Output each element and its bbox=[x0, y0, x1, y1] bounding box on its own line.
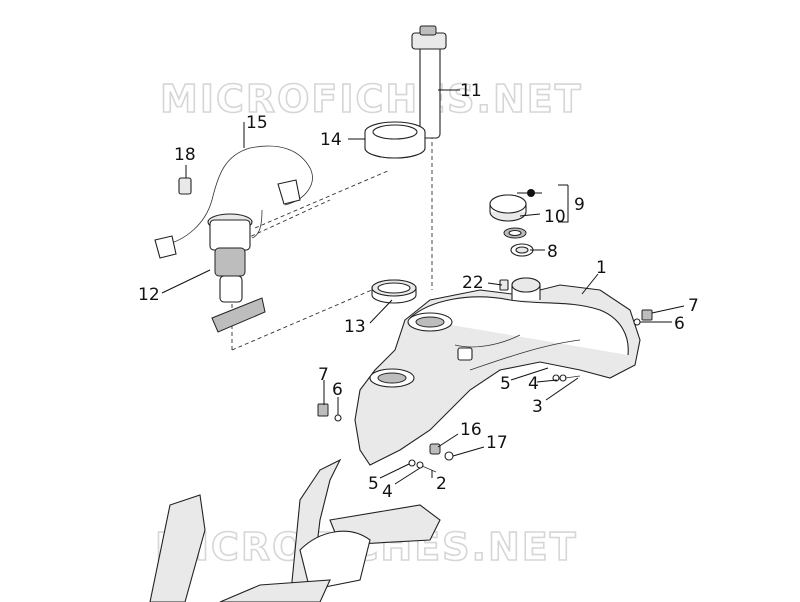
callout-6-right: 6 bbox=[674, 314, 685, 334]
leader-lines bbox=[161, 89, 685, 485]
callout-2: 2 bbox=[436, 474, 447, 494]
callout-8: 8 bbox=[547, 242, 558, 262]
callout-9: 9 bbox=[574, 195, 585, 215]
pump-gasket bbox=[371, 279, 417, 304]
callout-6-left: 6 bbox=[332, 380, 343, 400]
callout-12: 12 bbox=[138, 285, 160, 305]
callout-16: 16 bbox=[460, 420, 482, 440]
callout-4-bottom: 4 bbox=[382, 482, 393, 502]
filler-cap bbox=[489, 194, 527, 222]
callout-3: 3 bbox=[532, 397, 543, 417]
callout-22: 22 bbox=[462, 273, 484, 293]
callout-labels: 11 14 15 18 12 13 10 8 9 22 1 7 6 7 6 5 … bbox=[138, 81, 699, 502]
callout-17: 17 bbox=[486, 433, 508, 453]
assembly-guide-lines bbox=[231, 135, 433, 351]
callout-10: 10 bbox=[544, 207, 566, 227]
callout-14: 14 bbox=[320, 130, 342, 150]
callout-1: 1 bbox=[596, 258, 607, 278]
fuel-pump-assembly bbox=[207, 213, 266, 333]
fuel-hose bbox=[154, 145, 313, 259]
cap-gasket bbox=[503, 227, 527, 239]
callout-15: 15 bbox=[246, 113, 268, 133]
callout-18: 18 bbox=[174, 145, 196, 165]
fuel-level-sender bbox=[411, 25, 447, 139]
callout-5-bottom: 5 bbox=[368, 474, 379, 494]
callout-7-right: 7 bbox=[688, 296, 699, 316]
watermark-top: MICROFICHES.NET bbox=[160, 77, 583, 121]
ring-nut bbox=[364, 121, 426, 159]
filler-ring bbox=[510, 243, 534, 257]
callout-5-right: 5 bbox=[500, 374, 511, 394]
hose-clip bbox=[178, 177, 192, 195]
callout-4-right: 4 bbox=[528, 374, 539, 394]
scooter-frame bbox=[149, 458, 441, 602]
callout-13: 13 bbox=[344, 317, 366, 337]
callout-7-left: 7 bbox=[318, 365, 329, 385]
callout-11: 11 bbox=[460, 81, 482, 101]
cap-marker-dot bbox=[527, 189, 535, 197]
fuel-tank bbox=[354, 277, 641, 466]
